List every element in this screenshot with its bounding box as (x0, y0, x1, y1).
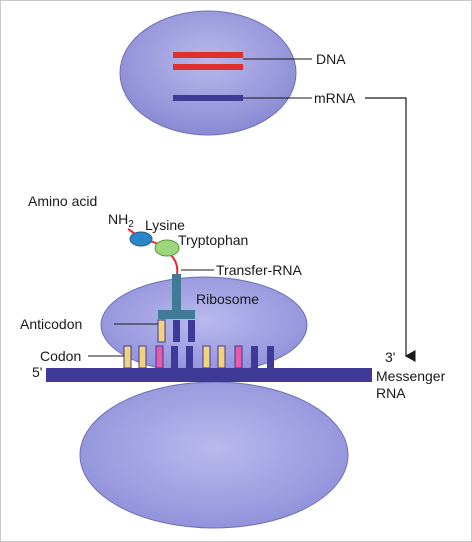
tryptophan-residue (154, 239, 180, 257)
messenger-rna-label-line2: RNA (376, 385, 406, 401)
anticodon-base (188, 320, 195, 342)
mrna-export-arrow (365, 97, 416, 362)
anticodon-base (173, 320, 180, 342)
codon-base (267, 346, 274, 368)
nucleus (119, 10, 297, 136)
lysine-label: Lysine (145, 217, 185, 233)
codon-base (251, 346, 258, 368)
tryptophan-label: Tryptophan (178, 232, 248, 248)
five-prime-label: 5' (32, 364, 42, 380)
nh2-label: NH2 (108, 211, 134, 230)
codon-base (171, 346, 178, 368)
anticodon-base (157, 319, 166, 343)
dna-strand-top (173, 52, 243, 58)
trna-stem (172, 274, 181, 311)
peptide-bond-lower (169, 253, 179, 275)
trna-crossbar (158, 310, 195, 319)
anticodon-label: Anticodon (20, 316, 82, 332)
mrna-label: mRNA (314, 90, 356, 106)
dna-label: DNA (316, 51, 346, 67)
codon-base (202, 345, 211, 369)
codon-base (217, 345, 226, 369)
codon-base (186, 346, 193, 368)
dna-strand-bottom (173, 64, 243, 70)
transfer-rna-label: Transfer-RNA (216, 262, 302, 278)
mrna-strand (173, 95, 243, 101)
ribosome-small-subunit (79, 381, 349, 529)
messenger-rna-bar (46, 368, 372, 382)
codon-base (123, 345, 132, 369)
codon-base (138, 345, 147, 369)
messenger-rna-label-line1: Messenger (376, 368, 446, 384)
codon-base (155, 345, 164, 369)
lysine-residue (129, 231, 153, 247)
codon-base (234, 345, 243, 369)
amino-acid-label: Amino acid (28, 193, 97, 209)
ribosome-label: Ribosome (196, 291, 259, 307)
three-prime-label: 3' (385, 349, 395, 365)
codon-label: Codon (40, 348, 81, 364)
